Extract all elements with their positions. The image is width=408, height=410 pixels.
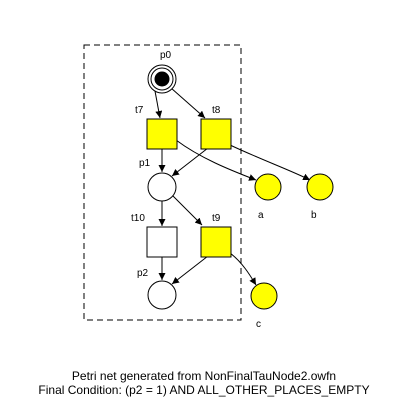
transition-t9 — [200, 226, 232, 258]
arc-t9-c — [229, 252, 257, 286]
petri-net-diagram: p0 t7 t8 p1 t10 t9 p2 a b c — [83, 44, 334, 330]
place-b — [306, 173, 334, 201]
arcs — [154, 87, 311, 286]
caption-line-2: Final Condition: (p2 = 1) AND ALL_OTHER_… — [38, 383, 370, 397]
place-c — [250, 282, 278, 310]
label-a: a — [258, 210, 264, 221]
transition-t8 — [200, 118, 232, 150]
place-p2 — [147, 280, 177, 310]
arc-p0-t7 — [154, 90, 163, 119]
transition-t10 — [146, 226, 178, 258]
transition-t7 — [146, 118, 178, 150]
token — [154, 71, 170, 87]
arc-t7-a — [175, 139, 257, 181]
arc-p1-t9 — [172, 195, 203, 226]
net-boundary — [83, 44, 242, 321]
arc-p0-t8 — [170, 87, 206, 119]
label-p2: p2 — [137, 268, 149, 279]
label-c: c — [256, 319, 261, 330]
label-t9: t9 — [212, 213, 221, 224]
label-t7: t7 — [135, 105, 144, 116]
arc-t8-p1 — [171, 147, 209, 177]
label-p1: p1 — [139, 158, 151, 169]
place-a — [254, 173, 282, 201]
label-p0: p0 — [160, 50, 172, 61]
place-p1 — [147, 172, 177, 202]
caption-line-1: Petri net generated from NonFinalTauNode… — [71, 369, 337, 383]
place-p0 — [147, 64, 177, 94]
arc-t8-b — [229, 144, 311, 181]
label-b: b — [311, 210, 317, 221]
label-t8: t8 — [212, 105, 221, 116]
arc-t9-p2 — [171, 255, 209, 285]
label-t10: t10 — [131, 213, 145, 224]
